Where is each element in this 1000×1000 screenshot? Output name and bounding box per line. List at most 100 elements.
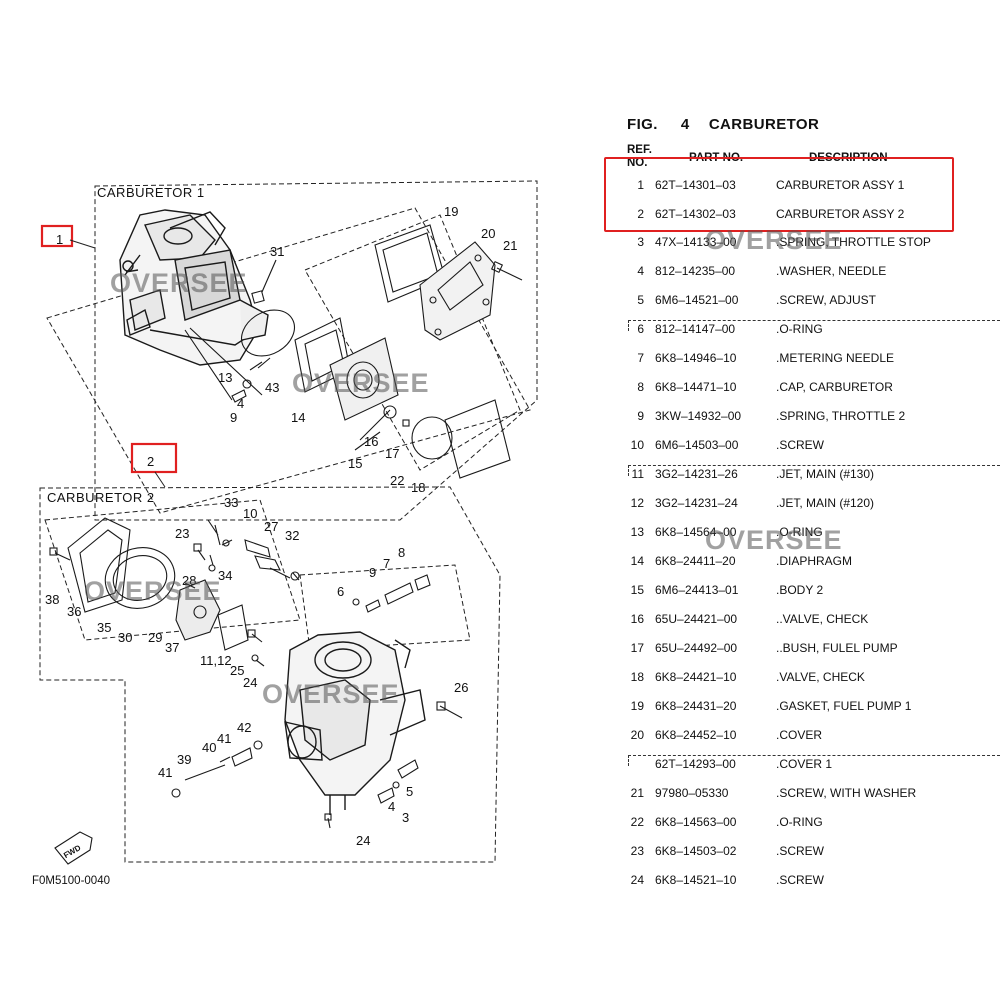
callout-number: 18 — [411, 480, 425, 495]
callout-number: 30 — [118, 630, 132, 645]
fuel-pump-plane — [46, 207, 531, 514]
callout-number: 31 — [270, 244, 284, 259]
part-ref: 16 — [630, 612, 644, 626]
part-row: 62T–14293–00.COVER 1 — [600, 757, 1000, 777]
callout-number: 15 — [348, 456, 362, 471]
callout-number: 26 — [454, 680, 468, 695]
callout-number: 32 — [285, 528, 299, 543]
part-description: .CAP, CARBURETOR — [776, 380, 893, 394]
part-ref: 13 — [630, 525, 644, 539]
part-description: .BODY 2 — [776, 583, 824, 597]
callout-number: 29 — [148, 630, 162, 645]
callout-number: 16 — [364, 434, 378, 449]
callout-number: 6 — [337, 584, 344, 599]
callout-number: 23 — [175, 526, 189, 541]
exploded-parts-diagram: CARBURETOR 1 CARBURETOR 2 1 2 F0M5100-00… — [32, 180, 538, 887]
part-number: 6K8–14564–00 — [655, 525, 737, 539]
callout-number: 7 — [383, 556, 390, 571]
part-number: 62T–14302–03 — [655, 207, 736, 221]
part-ref: 15 — [630, 583, 644, 597]
callout-number: 34 — [218, 568, 232, 583]
part-ref: 21 — [630, 786, 644, 800]
callout-number: 22 — [390, 473, 404, 488]
part-number: 62T–14293–00 — [655, 757, 736, 771]
callout-box-1 — [40, 224, 74, 248]
group-separator — [628, 320, 1000, 321]
part-number: 812–14235–00 — [655, 264, 736, 278]
callout-number: 9 — [369, 565, 376, 580]
callout-number: 5 — [406, 784, 413, 799]
group-separator — [628, 755, 1000, 756]
part-row: 4 812–14235–00 .WASHER, NEEDLE — [600, 264, 1000, 284]
part-number: 97980–05330 — [655, 786, 729, 800]
part-description: .SCREW — [776, 844, 824, 858]
callout-number: 11,12 — [200, 653, 232, 668]
part-description: .VALVE, CHECK — [776, 670, 865, 684]
part-number: 65U–24421–00 — [655, 612, 738, 626]
part-ref: 4 — [637, 264, 644, 278]
group-separator-tick — [628, 755, 629, 766]
part-number: 3G2–14231–24 — [655, 496, 738, 510]
carburetor-2-body — [284, 631, 426, 815]
callout-number: 3 — [402, 810, 409, 825]
part-description: .JET, MAIN (#120) — [776, 496, 875, 510]
callout-number: 4 — [388, 799, 395, 814]
part-ref: 7 — [637, 351, 644, 365]
callout-number: 20 — [481, 226, 495, 241]
part-row: 12 3G2–14231–24 .JET, MAIN (#120) — [600, 496, 1000, 516]
column-ref-header: REF. NO. — [627, 144, 652, 169]
part-number: 6M6–14521–00 — [655, 293, 739, 307]
part-ref: 3 — [637, 235, 644, 249]
carburetor-2-title: CARBURETOR 2 — [47, 490, 155, 505]
part-description: .METERING NEEDLE — [776, 351, 895, 365]
callout-number: 9 — [230, 410, 237, 425]
watermark-4: OVERSEE — [262, 679, 400, 709]
part-description: ..VALVE, CHECK — [776, 612, 869, 626]
part-ref: 8 — [637, 380, 644, 394]
part-ref: 5 — [637, 293, 644, 307]
part-ref: 2 — [637, 207, 644, 221]
part-description: .GASKET, FUEL PUMP 1 — [776, 699, 912, 713]
gasket-plane — [304, 214, 521, 471]
carburetor-1-body — [119, 209, 269, 366]
box-2-label: 2 — [147, 454, 154, 469]
callout-number: 24 — [243, 675, 257, 690]
part-ref: 22 — [630, 815, 644, 829]
part-row: 15 6M6–24413–01 .BODY 2 — [600, 583, 1000, 603]
callout-number: 36 — [67, 604, 81, 619]
part-row: 16 65U–24421–00 ..VALVE, CHECK — [600, 612, 1000, 632]
callout-number: 28 — [182, 573, 196, 588]
callout-number: 4 — [237, 396, 244, 411]
part-description: .SPRING, THROTTLE 2 — [776, 409, 906, 423]
part-ref: 17 — [630, 641, 644, 655]
figure-code: F0M5100-0040 — [32, 875, 110, 887]
fwd-label: FWD — [62, 843, 82, 860]
box-1-label: 1 — [56, 232, 63, 247]
part-ref: 12 — [630, 496, 644, 510]
part-number: 6M6–24413–01 — [655, 583, 739, 597]
callout-number: 19 — [444, 204, 458, 219]
group-separator-tick — [628, 320, 629, 331]
part-number: 47X–14133–00 — [655, 235, 737, 249]
part-number: 812–14147–00 — [655, 322, 736, 336]
part-ref: 11 — [631, 467, 644, 481]
part-description: .WASHER, NEEDLE — [776, 264, 887, 278]
watermark-2: OVERSEE — [292, 368, 430, 398]
figure-title: FIG. 4 CARBURETOR — [627, 116, 819, 133]
callout-number: 33 — [224, 495, 238, 510]
part-ref: 23 — [630, 844, 644, 858]
part-number: 6K8–24431–20 — [655, 699, 737, 713]
group-separator — [628, 465, 1000, 466]
